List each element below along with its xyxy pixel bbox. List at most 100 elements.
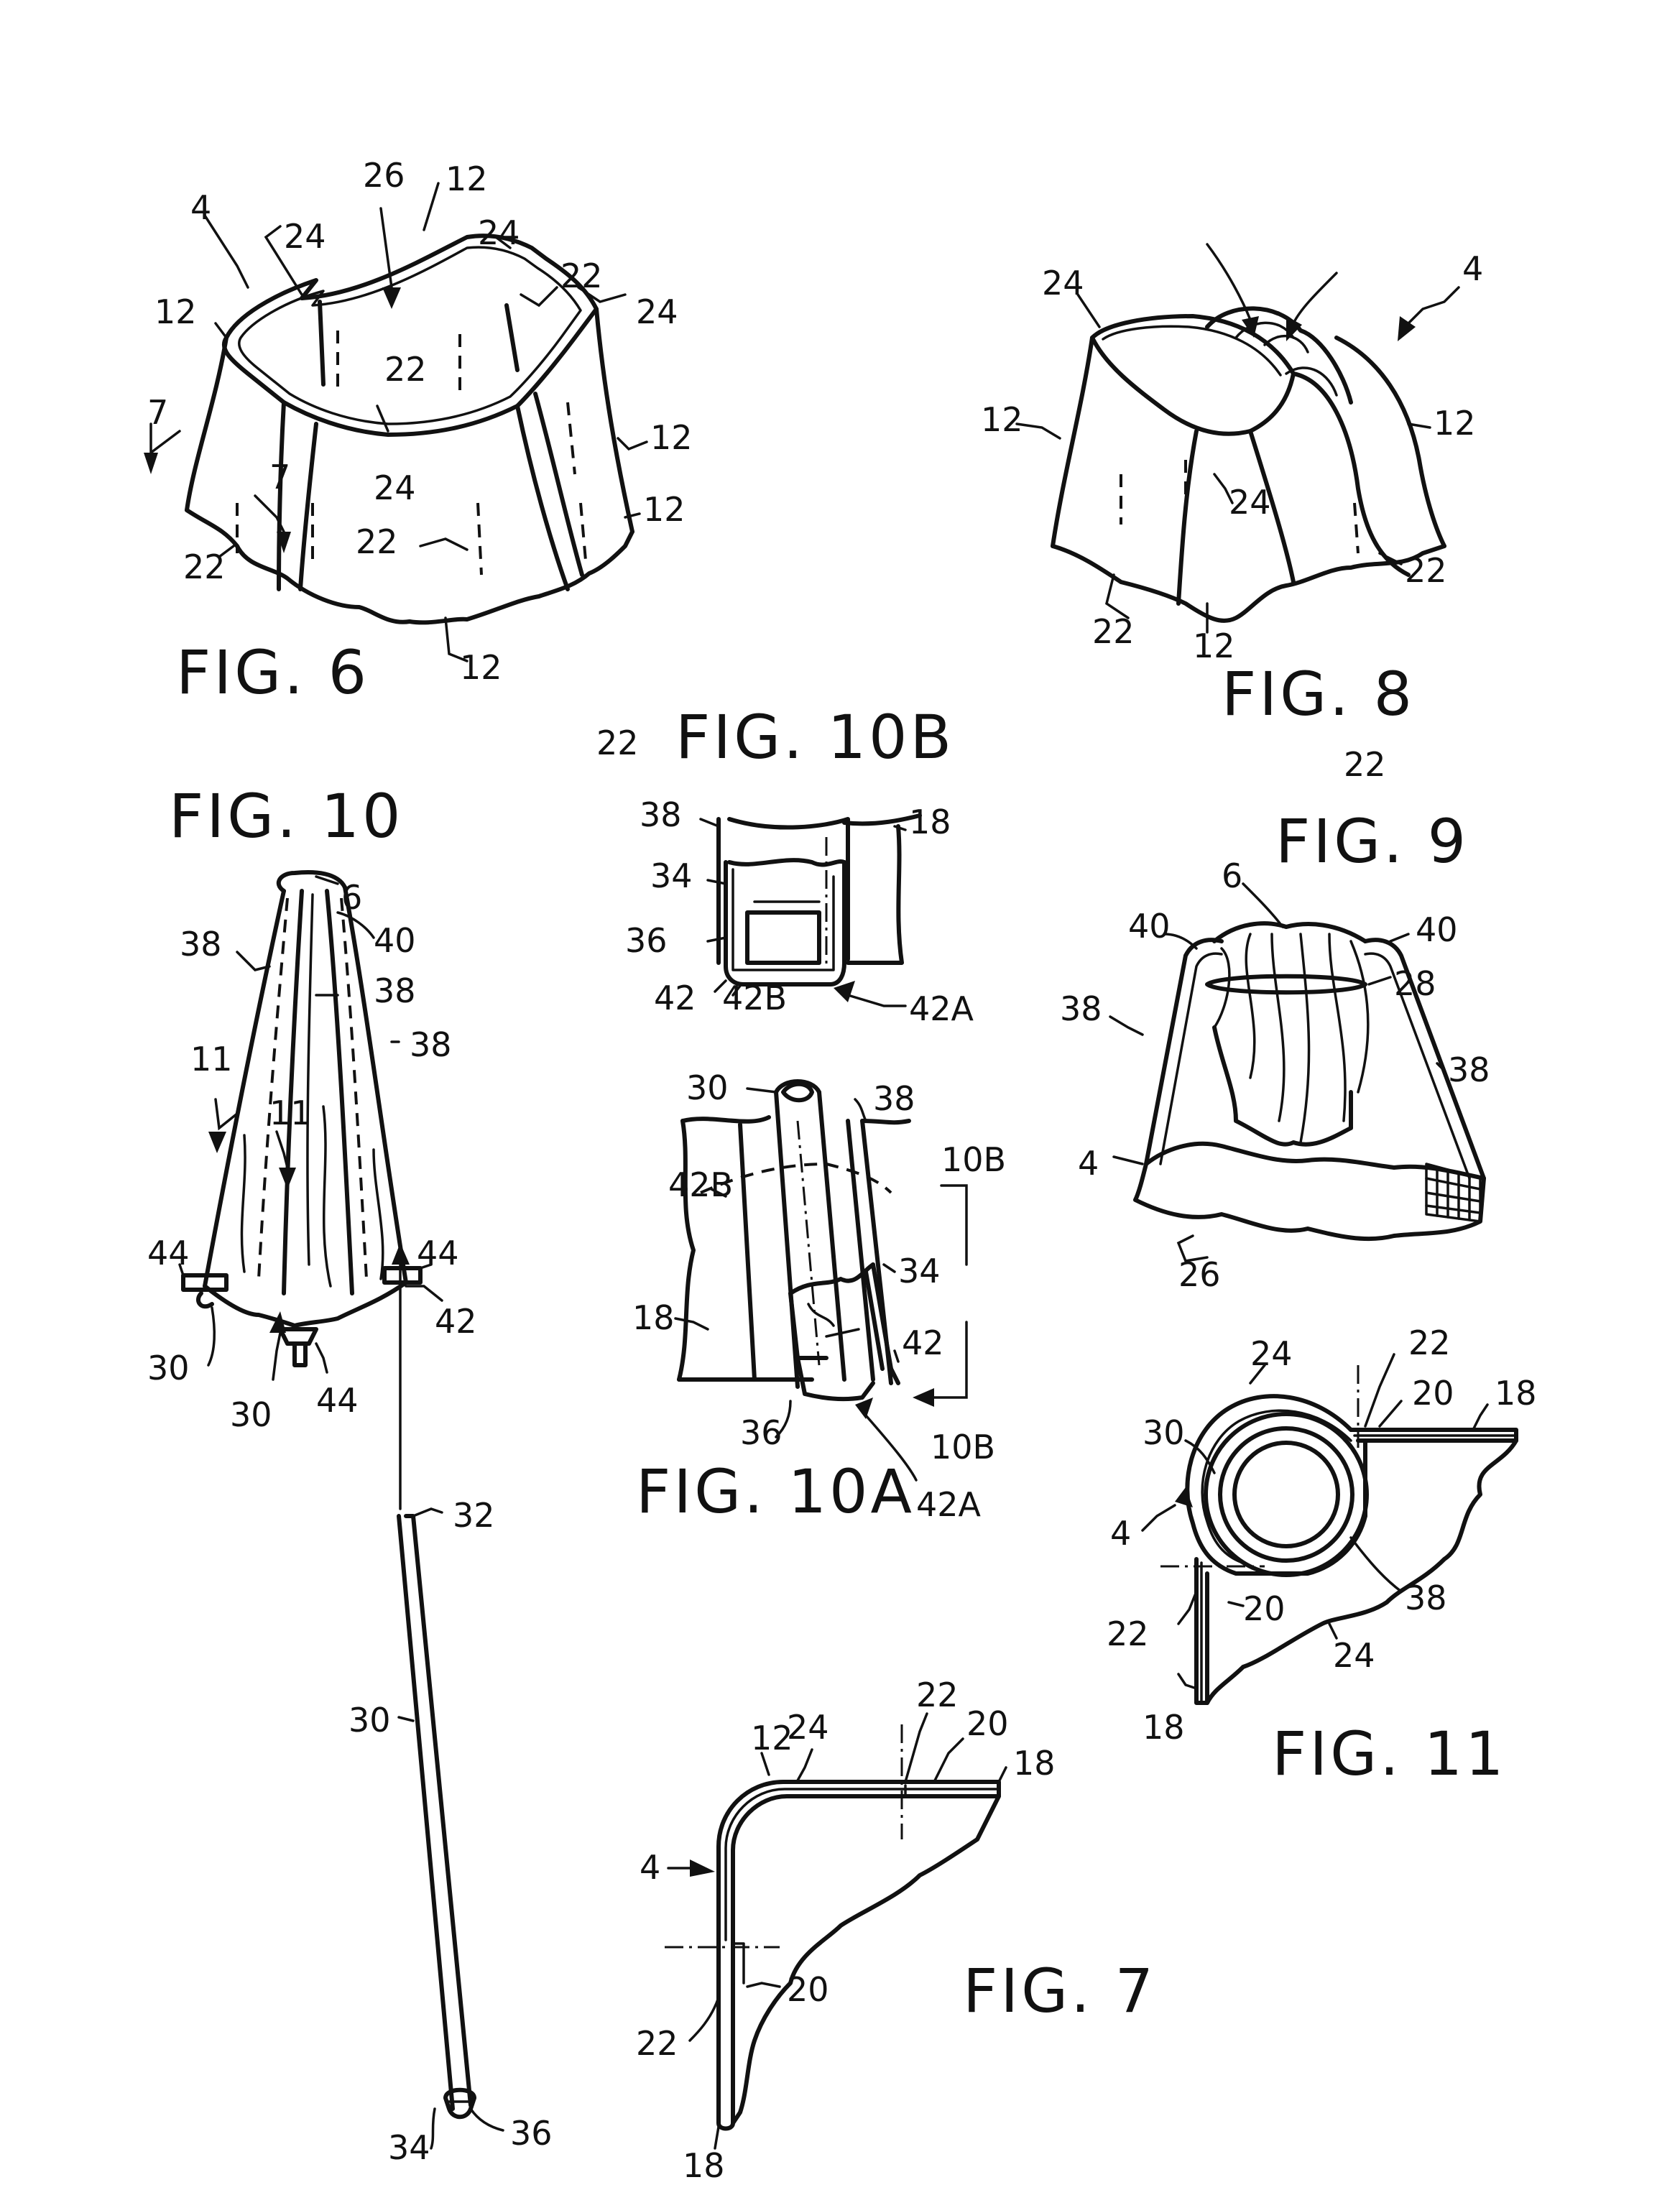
fig10b-label: 42B — [722, 979, 787, 1017]
fig10-label: 6 — [341, 878, 362, 917]
fig10-label: 30 — [147, 1349, 190, 1387]
fig10-label: 30 — [230, 1395, 272, 1434]
fig11-label: 18 — [1143, 1708, 1185, 1747]
fig10b-label: 42A — [909, 989, 974, 1028]
fig6-label: 24 — [284, 217, 326, 256]
fig9-label: 28 — [1394, 964, 1436, 1003]
fig7-title: FIG. 7 — [963, 1956, 1156, 2026]
fig6-label: 22 — [384, 350, 427, 389]
fig10-label: 32 — [453, 1496, 495, 1535]
fig8-label: 24 — [1042, 264, 1084, 302]
fig10-label: 36 — [510, 2114, 553, 2153]
fig6-title: FIG. 6 — [176, 637, 369, 708]
fig9-label: 40 — [1128, 907, 1171, 946]
fig11-label: 24 — [1250, 1334, 1293, 1373]
fig7-label: 18 — [683, 2146, 725, 2185]
fig9-label: 4 — [1078, 1144, 1099, 1183]
fig6-label: 26 — [363, 156, 405, 195]
fig10-label: 44 — [417, 1234, 459, 1272]
fig6-label: 4 — [190, 188, 211, 227]
fig11-label: 22 — [1408, 1323, 1451, 1362]
fig8-label: 12 — [1434, 404, 1476, 443]
fig6-label: 12 — [650, 418, 693, 457]
figure-10a: 30 38 10B 42B 18 34 42 36 10B 42A FIG. 1… — [632, 1068, 1006, 1527]
fig10-label: 38 — [180, 925, 222, 964]
fig10a-label: 34 — [898, 1252, 941, 1290]
fig8-label: 12 — [981, 400, 1023, 439]
fig10-label: 34 — [388, 2128, 430, 2167]
fig8-label: 24 — [1229, 483, 1271, 522]
figure-10: FIG. 10 — [147, 781, 553, 2167]
fig10a-label: 10B — [941, 1140, 1006, 1179]
fig6-label: 12 — [460, 648, 502, 687]
figure-10b: FIG. 10B 38 18 34 36 42 42B 42A — [625, 702, 974, 1028]
fig10-label: 11 — [190, 1040, 233, 1078]
figure-11: 22 24 20 18 30 4 38 22 20 24 18 FIG. 11 — [1107, 1323, 1537, 1789]
figure-6: 4 26 12 24 24 12 22 24 22 7 7 12 24 12 2… — [144, 156, 693, 708]
fig10b-title: FIG. 10B — [675, 702, 954, 772]
fig8-title: FIG. 8 — [1222, 659, 1415, 729]
fig6-label: 22 — [1344, 745, 1386, 784]
fig10a-label: 30 — [686, 1068, 729, 1107]
fig10-label: 38 — [410, 1025, 452, 1064]
fig7-label: 20 — [966, 1704, 1009, 1743]
fig10b-label: 42 — [654, 979, 696, 1017]
fig10b-label: 34 — [650, 856, 693, 895]
fig10b-label: 18 — [909, 803, 951, 841]
fig10a-label: 42B — [668, 1165, 733, 1204]
fig6-label: 22 — [356, 522, 398, 561]
fig10-label: 42 — [435, 1302, 477, 1341]
fig8-label: 22 — [1092, 612, 1135, 651]
fig10a-label: 10B — [931, 1428, 995, 1466]
fig7-label: 24 — [787, 1708, 829, 1747]
fig10b-label: 36 — [625, 921, 668, 960]
figure-7: 12 24 22 20 18 4 22 20 18 FIG. 7 — [636, 1676, 1156, 2185]
fig6-label: 22 — [596, 724, 639, 762]
fig7-label: 20 — [787, 1970, 829, 2009]
fig7-label: 18 — [1013, 1744, 1056, 1783]
fig10-label: 38 — [374, 971, 416, 1010]
fig6-label: 24 — [478, 213, 520, 252]
fig10a-label: 42 — [902, 1323, 944, 1362]
fig6-label: 22 — [183, 548, 226, 586]
figure-9: FIG. 9 6 40 40 28 3 — [1060, 806, 1490, 1294]
fig9-title: FIG. 9 — [1275, 806, 1469, 877]
fig6-label: 12 — [643, 490, 686, 529]
fig6-label: 12 — [446, 160, 488, 198]
fig11-title: FIG. 11 — [1272, 1719, 1506, 1789]
fig10a-title: FIG. 10A — [636, 1456, 915, 1527]
fig9-label: 38 — [1060, 989, 1102, 1028]
fig11-label: 38 — [1405, 1579, 1447, 1617]
fig9-label: 38 — [1448, 1050, 1490, 1089]
fig10a-label: 38 — [873, 1079, 915, 1118]
fig7-label: 22 — [916, 1676, 959, 1714]
fig10-title: FIG. 10 — [169, 781, 403, 851]
fig10b-label: 38 — [640, 795, 682, 834]
fig10-label: 44 — [316, 1381, 359, 1420]
fig11-label: 24 — [1333, 1636, 1375, 1675]
fig8-label: 4 — [1462, 249, 1483, 288]
fig10-label: 44 — [147, 1234, 190, 1272]
fig10a-label: 18 — [632, 1298, 675, 1337]
fig6-label: 22 — [560, 257, 603, 295]
fig9-label: 40 — [1416, 910, 1458, 949]
fig10a-label: 42A — [916, 1485, 982, 1524]
fig7-label: 22 — [636, 2024, 678, 2063]
fig6-label: 24 — [374, 468, 416, 507]
fig6-label: 12 — [154, 292, 197, 331]
fig9-label: 26 — [1178, 1255, 1221, 1294]
fig11-label: 18 — [1495, 1374, 1537, 1413]
fig11-label: 20 — [1243, 1589, 1286, 1628]
fig6-label: 7 — [147, 393, 168, 432]
fig6-label: 24 — [636, 292, 678, 331]
fig7-label: 4 — [640, 1848, 660, 1887]
fig11-label: 30 — [1143, 1413, 1185, 1452]
fig10a-label: 36 — [740, 1413, 783, 1452]
fig10-label: 30 — [349, 1701, 391, 1739]
fig11-label: 22 — [1107, 1614, 1149, 1653]
fig6-label: 7 — [269, 458, 290, 496]
fig8-label: 22 — [1405, 551, 1447, 590]
fig10-label: 40 — [374, 921, 416, 960]
